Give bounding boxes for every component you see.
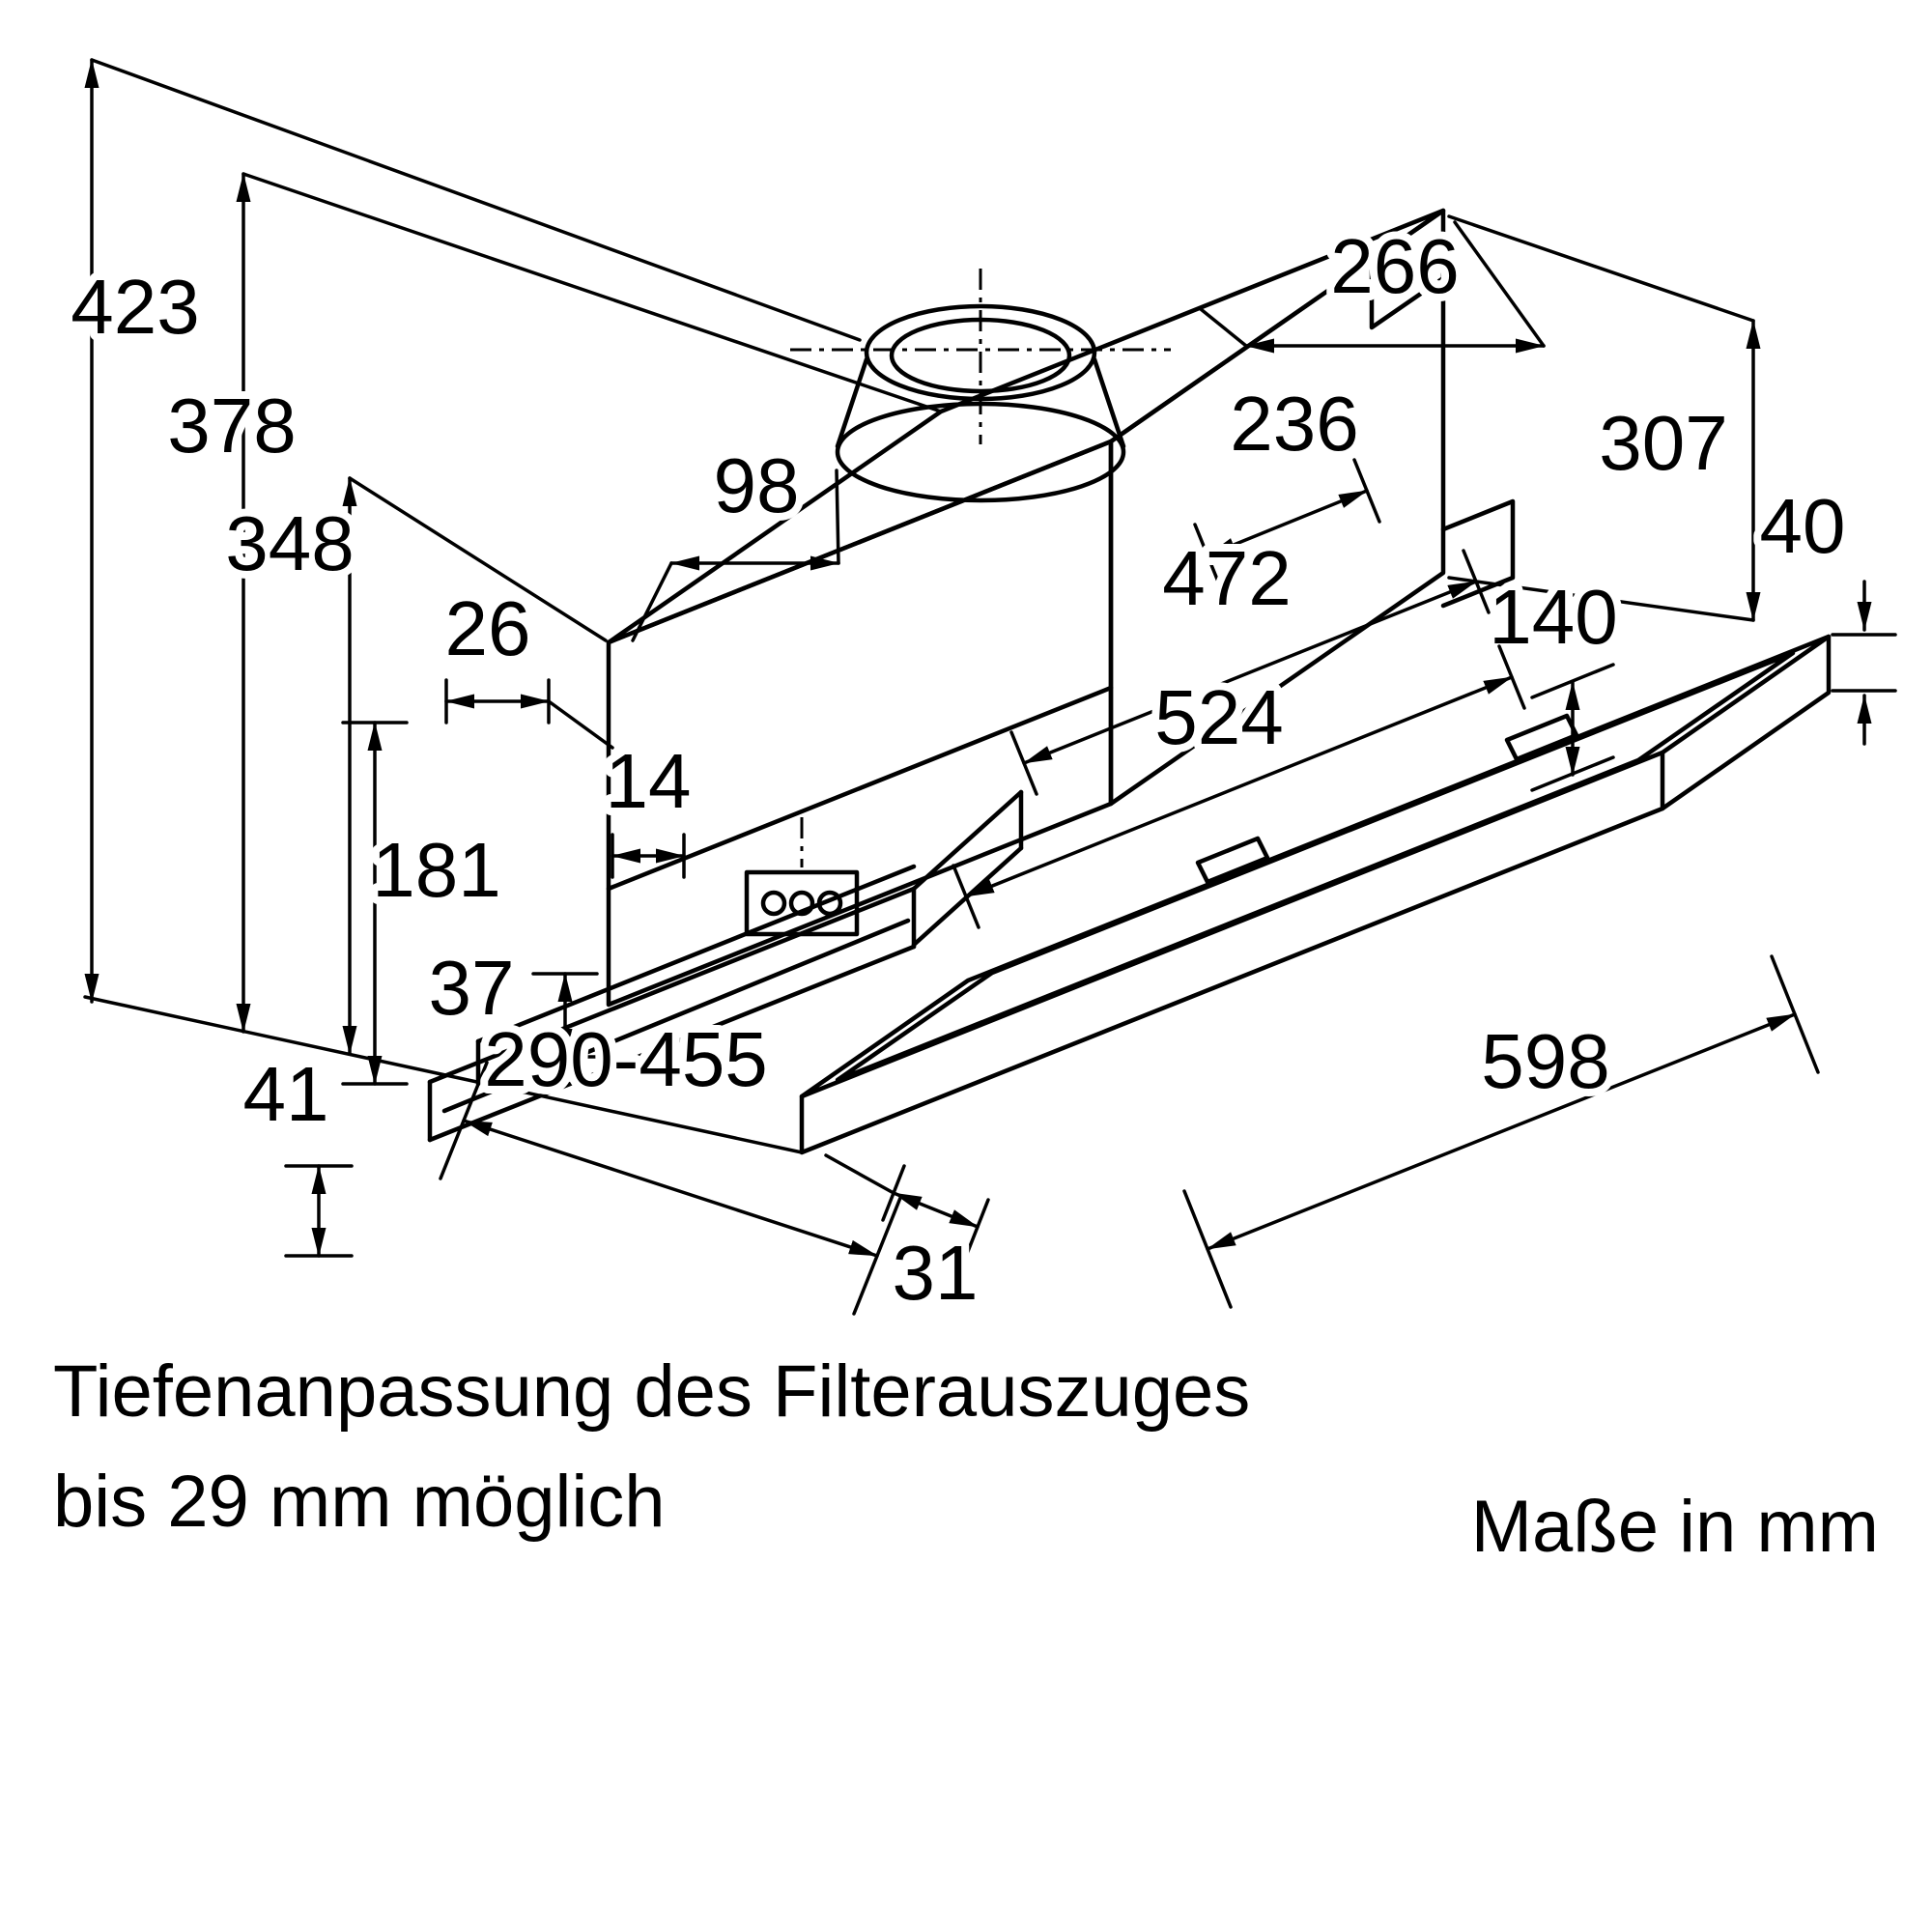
switch-knob [788,890,815,917]
dim-label-181: 181 [372,827,500,913]
visor-rail-line [441,918,911,1114]
dim-348: 348 [217,476,608,1056]
visor-top-edge [427,886,917,1085]
dim-label-26: 26 [445,585,531,671]
dim-290-455: 290-455 [439,1009,902,1316]
switch-knob [760,890,787,917]
dim-label-378: 378 [167,383,296,469]
visor-upper-slab-edge [475,864,917,1044]
dim-14: 14 [598,730,698,879]
dim-label-31: 31 [893,1230,979,1316]
dim-label-41: 41 [243,1051,329,1137]
dimensions: 423 378 348 181 37 [63,58,1897,1323]
dim-41: 41 [236,1043,354,1258]
dim-378: 378 [159,172,943,1034]
dim-label-307: 307 [1599,400,1727,486]
dim-label-37: 37 [429,945,515,1031]
dim-label-472: 472 [1162,535,1291,621]
dim-label-236: 236 [1230,381,1358,467]
bottom-frame [799,634,1832,1155]
dim-label-348: 348 [225,500,354,586]
dim-label-14: 14 [606,738,692,824]
dim-307: 307 [1447,214,1761,622]
collar-side-right [1092,356,1126,449]
dim-label-423: 423 [71,264,199,350]
dim-label-140: 140 [1489,574,1617,660]
dim-140: 140 [1481,566,1626,792]
depth-adjustment-note-line2: bis 29 mm möglich [53,1461,666,1543]
dim-31: 31 [824,1153,990,1323]
dim-181: 181 [341,721,509,1086]
dim-472: 472 [1009,527,1491,796]
dim-label-598: 598 [1481,1018,1609,1104]
frame-right-face [1660,634,1832,811]
housing-rear-notch [1369,257,1446,330]
dim-423: 423 [63,58,862,1004]
dim-label-290-455: 290-455 [484,1016,768,1102]
dim-26: 26 [438,578,614,750]
dim-40: 40 [1752,475,1897,746]
housing-front-face [606,439,1114,1008]
dim-label-266: 266 [1330,223,1459,309]
mounting-tab [1440,498,1516,609]
notes: Tiefenanpassung des Filterauszuges bis 2… [48,1346,1884,1573]
dim-label-98: 98 [714,442,800,528]
dim-266: 266 [1199,215,1546,354]
units-note: Maße in mm [1471,1486,1879,1568]
dim-98: 98 [631,435,840,642]
visor-bottom-edge [427,944,917,1143]
dim-label-40: 40 [1760,483,1846,569]
dim-236: 236 [1193,373,1381,588]
collar-side-left [835,356,869,449]
visor-back-top-edge [911,789,1024,892]
duct-collar [790,269,1171,503]
dim-524: 524 [952,644,1526,929]
dim-label-524: 524 [1154,674,1283,760]
dim-37: 37 [421,937,599,1059]
dim-598: 598 [1182,954,1820,1309]
depth-adjustment-note-line1: Tiefenanpassung des Filterauszuges [53,1350,1250,1433]
frame-inner-border [835,650,1796,1083]
hood-housing [606,208,1516,1008]
